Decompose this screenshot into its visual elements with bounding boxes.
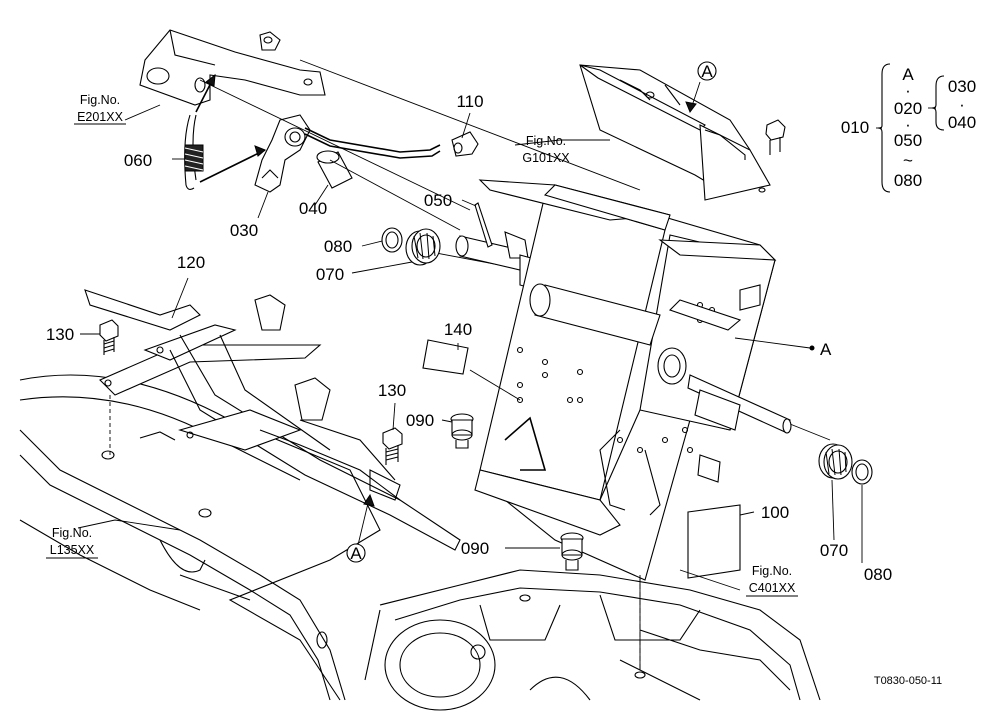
- tree-item-080: 080: [894, 171, 922, 190]
- right-shaft: [687, 374, 792, 434]
- tree-sub-030: 030: [948, 77, 976, 96]
- callout-a-top: A: [685, 61, 717, 114]
- bolt-130-left: [99, 319, 119, 355]
- fig-e201-prefix: Fig.No.: [80, 93, 120, 107]
- bearing-070-left: [405, 228, 441, 266]
- ring-080-left: [381, 227, 403, 253]
- top-bracket: [139, 29, 326, 106]
- top-right-bracket: [579, 64, 786, 201]
- tree-item-020: 020: [894, 99, 922, 118]
- leader-lines: [77, 81, 863, 670]
- bearing-070-right: [818, 443, 853, 480]
- fig-ref-c401: Fig.No. C401XX: [746, 564, 798, 597]
- grommet-090-upper: [450, 413, 474, 449]
- label-110: 110: [456, 92, 483, 111]
- bolt-130-center: [382, 427, 403, 465]
- label-130-center: 130: [378, 381, 406, 400]
- label-040: 040: [299, 199, 327, 218]
- tree-dot-1: ·: [905, 81, 911, 100]
- label-050: 050: [424, 191, 452, 210]
- spring-060: [184, 73, 266, 190]
- grommet-090-lower: [560, 532, 584, 571]
- label-090-upper: 090: [406, 411, 434, 430]
- ring-080-right: [851, 459, 873, 485]
- tree-item-a: A: [902, 65, 914, 84]
- fig-c401-prefix: Fig.No.: [752, 564, 792, 578]
- fig-c401-number: C401XX: [749, 581, 796, 595]
- label-080-right: 080: [864, 565, 892, 584]
- tree-tilde: ~: [903, 151, 913, 170]
- bracket-holes: [516, 301, 716, 454]
- label-090-lower: 090: [461, 539, 489, 558]
- collar-040: [316, 150, 353, 189]
- fig-e201-number: E201XX: [77, 110, 124, 124]
- tree-dot-2: ·: [905, 115, 911, 134]
- part-labels: 110 060 030 040 050 080 070 120 130 130 …: [46, 92, 892, 584]
- drawing-code: T0830-050-11: [874, 675, 942, 687]
- label-100: 100: [761, 503, 789, 522]
- callout-a-right-label: A: [820, 340, 832, 359]
- label-080-left: 080: [324, 237, 352, 256]
- callout-a-bottom-label: A: [350, 544, 362, 563]
- callout-a-top-label: A: [701, 62, 713, 81]
- plate-140: [422, 339, 469, 375]
- label-070-right: 070: [820, 541, 848, 560]
- main-bracket: [474, 179, 777, 581]
- fig-ref-e201: Fig.No. E201XX: [74, 93, 126, 125]
- fig-l135-number: L135XX: [50, 543, 95, 557]
- label-140: 140: [444, 320, 472, 339]
- label-130-left: 130: [46, 325, 74, 344]
- tree-root-label: 010: [841, 118, 869, 137]
- link-arm-assembly: [84, 289, 461, 551]
- fig-ref-l135: Fig.No. L135XX: [46, 526, 98, 559]
- label-070-left: 070: [316, 265, 344, 284]
- assembly-tree: 010 A · 020 · 050 ~ 080 030 · 040: [841, 63, 976, 193]
- callout-a-right: A: [809, 340, 832, 359]
- fig-ref-g101: Fig.No. G101XX: [522, 134, 570, 165]
- label-060: 060: [124, 151, 152, 170]
- fig-g101-prefix: Fig.No.: [526, 134, 566, 148]
- callout-a-bottom: A: [346, 493, 375, 563]
- tree-dot-3: ·: [959, 95, 965, 114]
- label-030: 030: [230, 221, 258, 240]
- plate-100: [687, 504, 741, 579]
- label-120: 120: [177, 253, 205, 272]
- tree-sub-040: 040: [948, 113, 976, 132]
- fig-l135-prefix: Fig.No.: [52, 526, 92, 540]
- lever-030: [254, 114, 441, 193]
- tree-item-050: 050: [894, 131, 922, 150]
- frame-drawing: [19, 374, 381, 701]
- knob-110: [451, 131, 479, 157]
- fig-g101-number: G101XX: [522, 151, 570, 165]
